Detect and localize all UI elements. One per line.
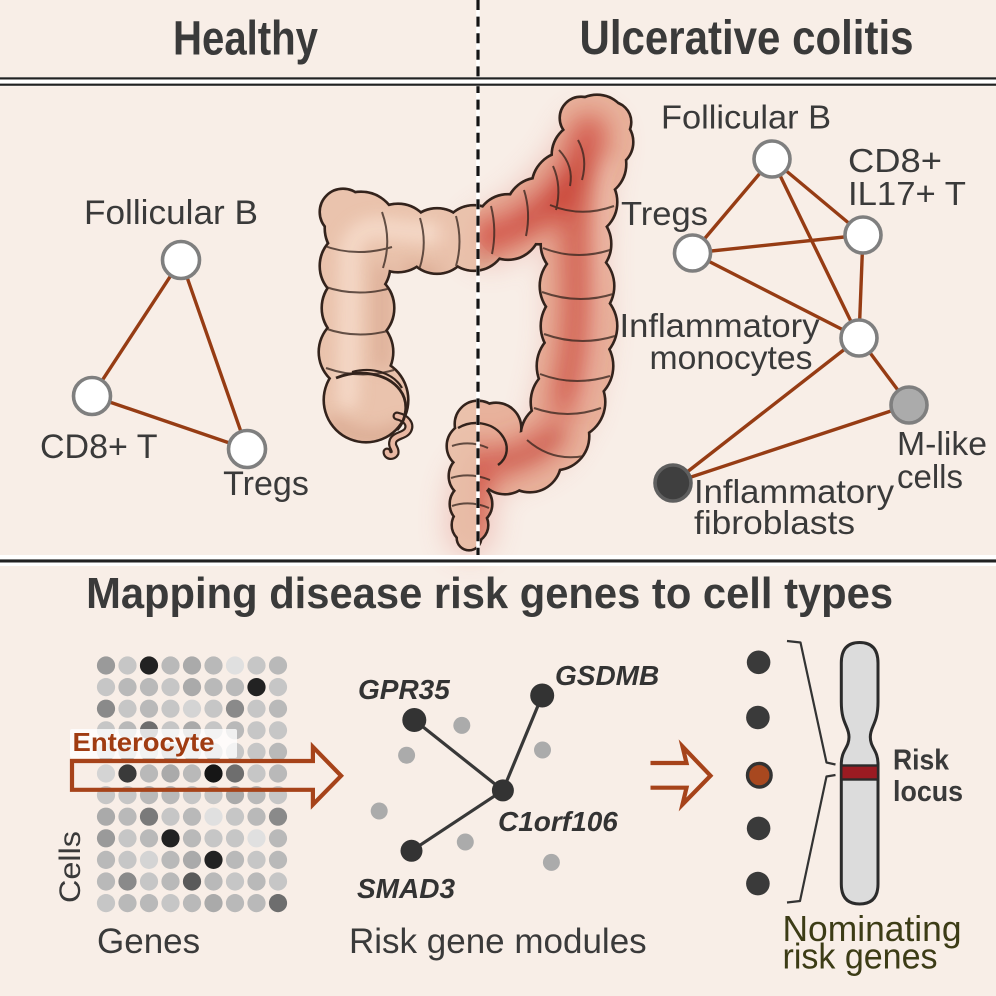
svg-text:Cells: Cells (54, 831, 87, 903)
svg-text:Follicular B: Follicular B (84, 194, 258, 232)
svg-text:Risk: Risk (893, 745, 949, 777)
svg-text:SMAD3: SMAD3 (357, 873, 455, 904)
svg-text:CD8+ T: CD8+ T (40, 428, 157, 466)
svg-text:Tregs: Tregs (621, 195, 708, 232)
svg-text:Risk gene modules: Risk gene modules (349, 922, 647, 961)
svg-text:GSDMB: GSDMB (555, 660, 659, 691)
svg-text:Healthy: Healthy (173, 13, 318, 66)
svg-text:C1orf106: C1orf106 (498, 806, 618, 837)
svg-text:Inflammatory: Inflammatory (620, 307, 821, 344)
svg-text:monocytes: monocytes (650, 339, 813, 376)
svg-text:Ulcerative colitis: Ulcerative colitis (580, 12, 914, 65)
svg-text:fibroblasts: fibroblasts (694, 504, 855, 541)
svg-text:M-like: M-like (897, 425, 987, 462)
svg-text:Tregs: Tregs (223, 465, 309, 503)
svg-text:Genes: Genes (97, 922, 200, 961)
svg-text:Inflammatory: Inflammatory (694, 473, 895, 510)
svg-text:CD8+: CD8+ (848, 142, 942, 179)
svg-text:GPR35: GPR35 (358, 674, 450, 705)
svg-text:IL17+ T: IL17+ T (848, 175, 966, 212)
svg-text:Mapping disease risk genes to: Mapping disease risk genes to cell types (86, 569, 893, 618)
svg-text:Nominating: Nominating (783, 908, 962, 949)
svg-text:risk genes: risk genes (783, 936, 938, 977)
svg-text:Follicular B: Follicular B (661, 99, 831, 136)
svg-text:locus: locus (893, 776, 963, 808)
svg-text:cells: cells (897, 458, 963, 495)
svg-text:Enterocyte: Enterocyte (73, 727, 215, 757)
